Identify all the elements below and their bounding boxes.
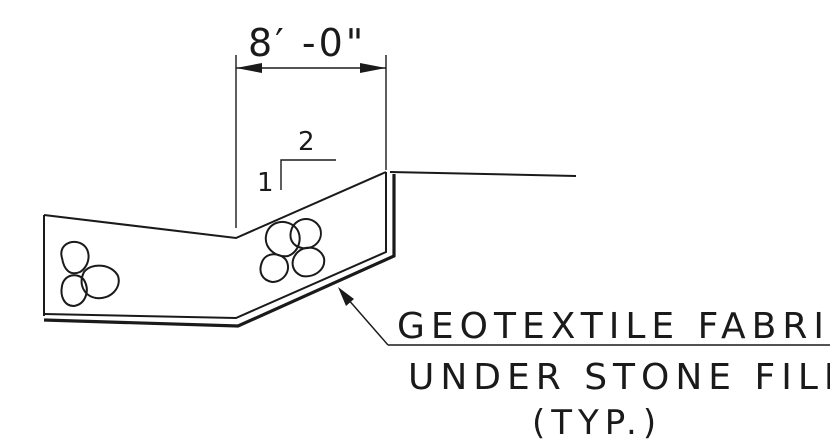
stone-fill-top-surface	[43, 171, 387, 240]
geotextile-fabric-line	[43, 174, 396, 328]
stone-cluster-left	[60, 240, 120, 308]
slope-run-label: 2	[298, 127, 315, 157]
callout-line-1: GEOTEXTILE FABRIC	[397, 306, 830, 347]
slope-triangle	[280, 159, 336, 190]
callout-line-3: (TYP.)	[532, 403, 662, 439]
dimension-arrow-left	[236, 63, 262, 73]
stone-cluster-right	[259, 218, 326, 284]
callout-leader-arrow	[338, 287, 354, 306]
dimension-label: 8′ -0"	[248, 21, 366, 65]
callout-line-2: UNDER STONE FILL	[408, 357, 830, 398]
dimension-arrow-right	[360, 63, 386, 73]
slope-rise-label: 1	[257, 168, 274, 198]
ground-line	[389, 171, 577, 177]
stone-fill-bottom-surface	[43, 172, 387, 320]
